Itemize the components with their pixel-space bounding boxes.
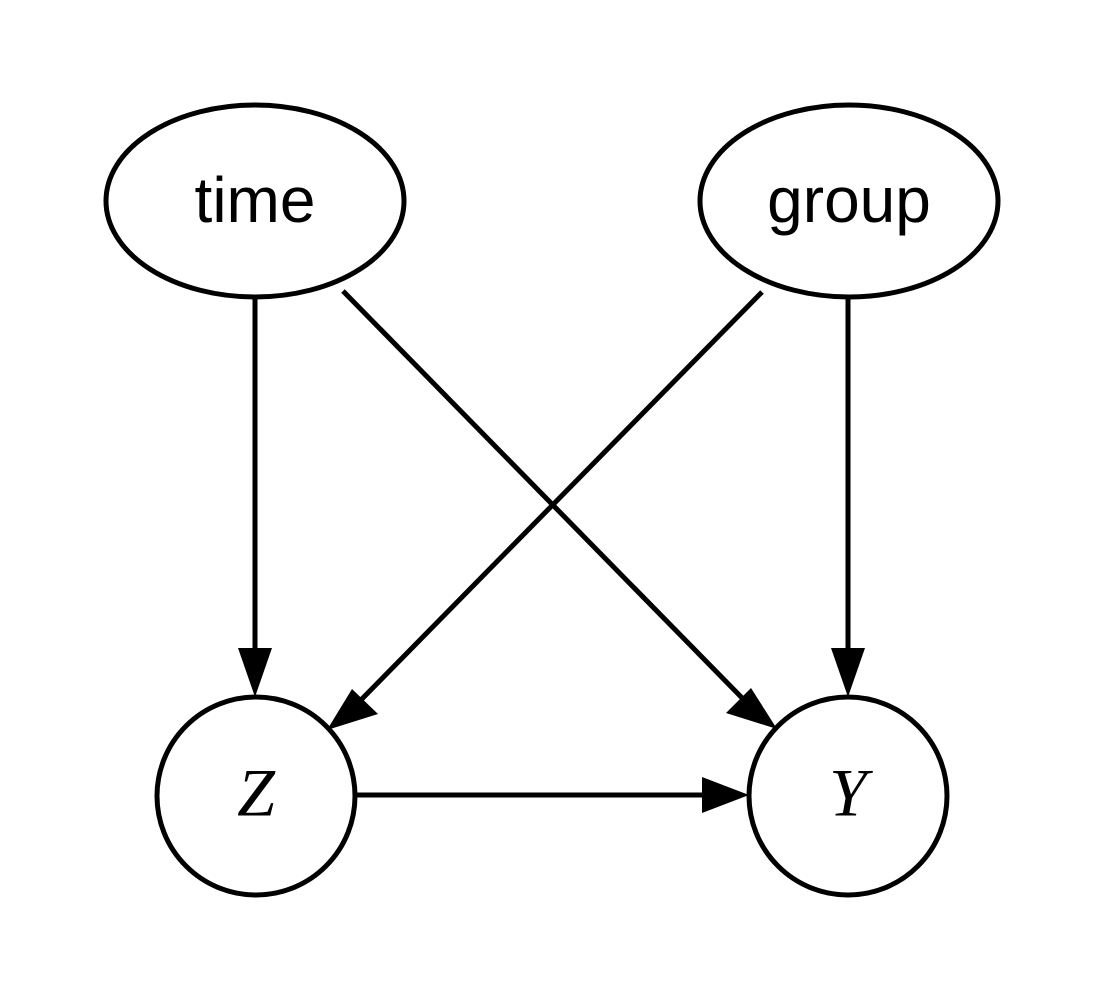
edge-group-to-Z-line <box>353 290 764 708</box>
edge-time-to-Y <box>341 289 777 729</box>
node-group-label: group <box>767 164 931 236</box>
node-time[interactable]: time <box>103 102 407 300</box>
edge-group-to-Y <box>831 297 865 697</box>
edge-group-to-Z-arrowhead <box>327 689 378 730</box>
edge-Z-to-Y-arrowhead <box>702 777 749 813</box>
node-Z-circle[interactable] <box>154 694 358 898</box>
edges-layer <box>238 289 865 813</box>
edge-group-to-Z <box>327 290 764 730</box>
edge-group-to-Y-arrowhead <box>831 648 865 697</box>
edge-time-to-Y-line <box>341 289 751 707</box>
node-time-ellipse[interactable] <box>103 102 407 300</box>
node-Z-label: Z <box>237 755 276 831</box>
edge-time-to-Z <box>238 297 272 697</box>
node-group[interactable]: group <box>697 102 1001 300</box>
node-Y[interactable]: Y <box>746 694 950 898</box>
node-Z[interactable]: Z <box>154 694 358 898</box>
edge-time-to-Z-arrowhead <box>238 648 272 697</box>
node-Y-label: Y <box>829 755 873 831</box>
node-group-ellipse[interactable] <box>697 102 1001 300</box>
node-Y-circle[interactable] <box>746 694 950 898</box>
node-time-label: time <box>195 164 316 236</box>
edge-time-to-Y-arrowhead <box>726 688 777 729</box>
edge-Z-to-Y <box>355 777 749 813</box>
nodes-layer: time group Z Y <box>103 102 1001 898</box>
